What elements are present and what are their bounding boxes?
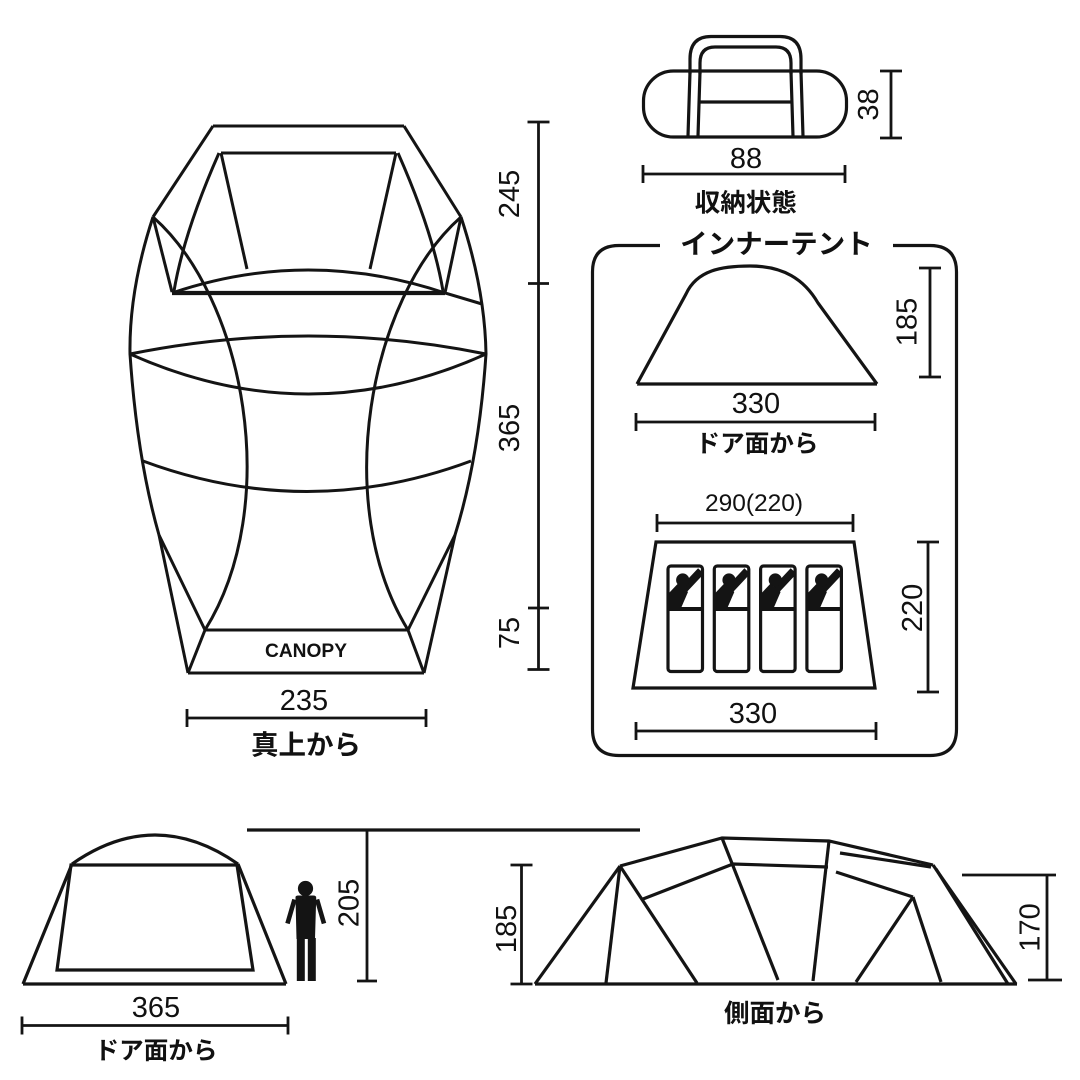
svg-text:245: 245 [494, 170, 526, 218]
svg-text:88: 88 [730, 143, 762, 175]
svg-text:365: 365 [494, 404, 526, 452]
svg-text:330: 330 [729, 698, 777, 730]
svg-text:38: 38 [853, 88, 885, 120]
svg-text:75: 75 [494, 617, 526, 649]
svg-text:205: 205 [334, 879, 366, 927]
svg-text:235: 235 [280, 685, 328, 717]
svg-text:185: 185 [892, 298, 924, 346]
svg-text:170: 170 [1015, 903, 1047, 951]
svg-text:330: 330 [732, 388, 780, 420]
svg-text:CANOPY: CANOPY [265, 641, 347, 662]
svg-text:185: 185 [491, 905, 523, 953]
svg-text:365: 365 [132, 992, 180, 1024]
svg-text:220: 220 [897, 584, 929, 632]
svg-text:290(220): 290(220) [705, 490, 803, 517]
